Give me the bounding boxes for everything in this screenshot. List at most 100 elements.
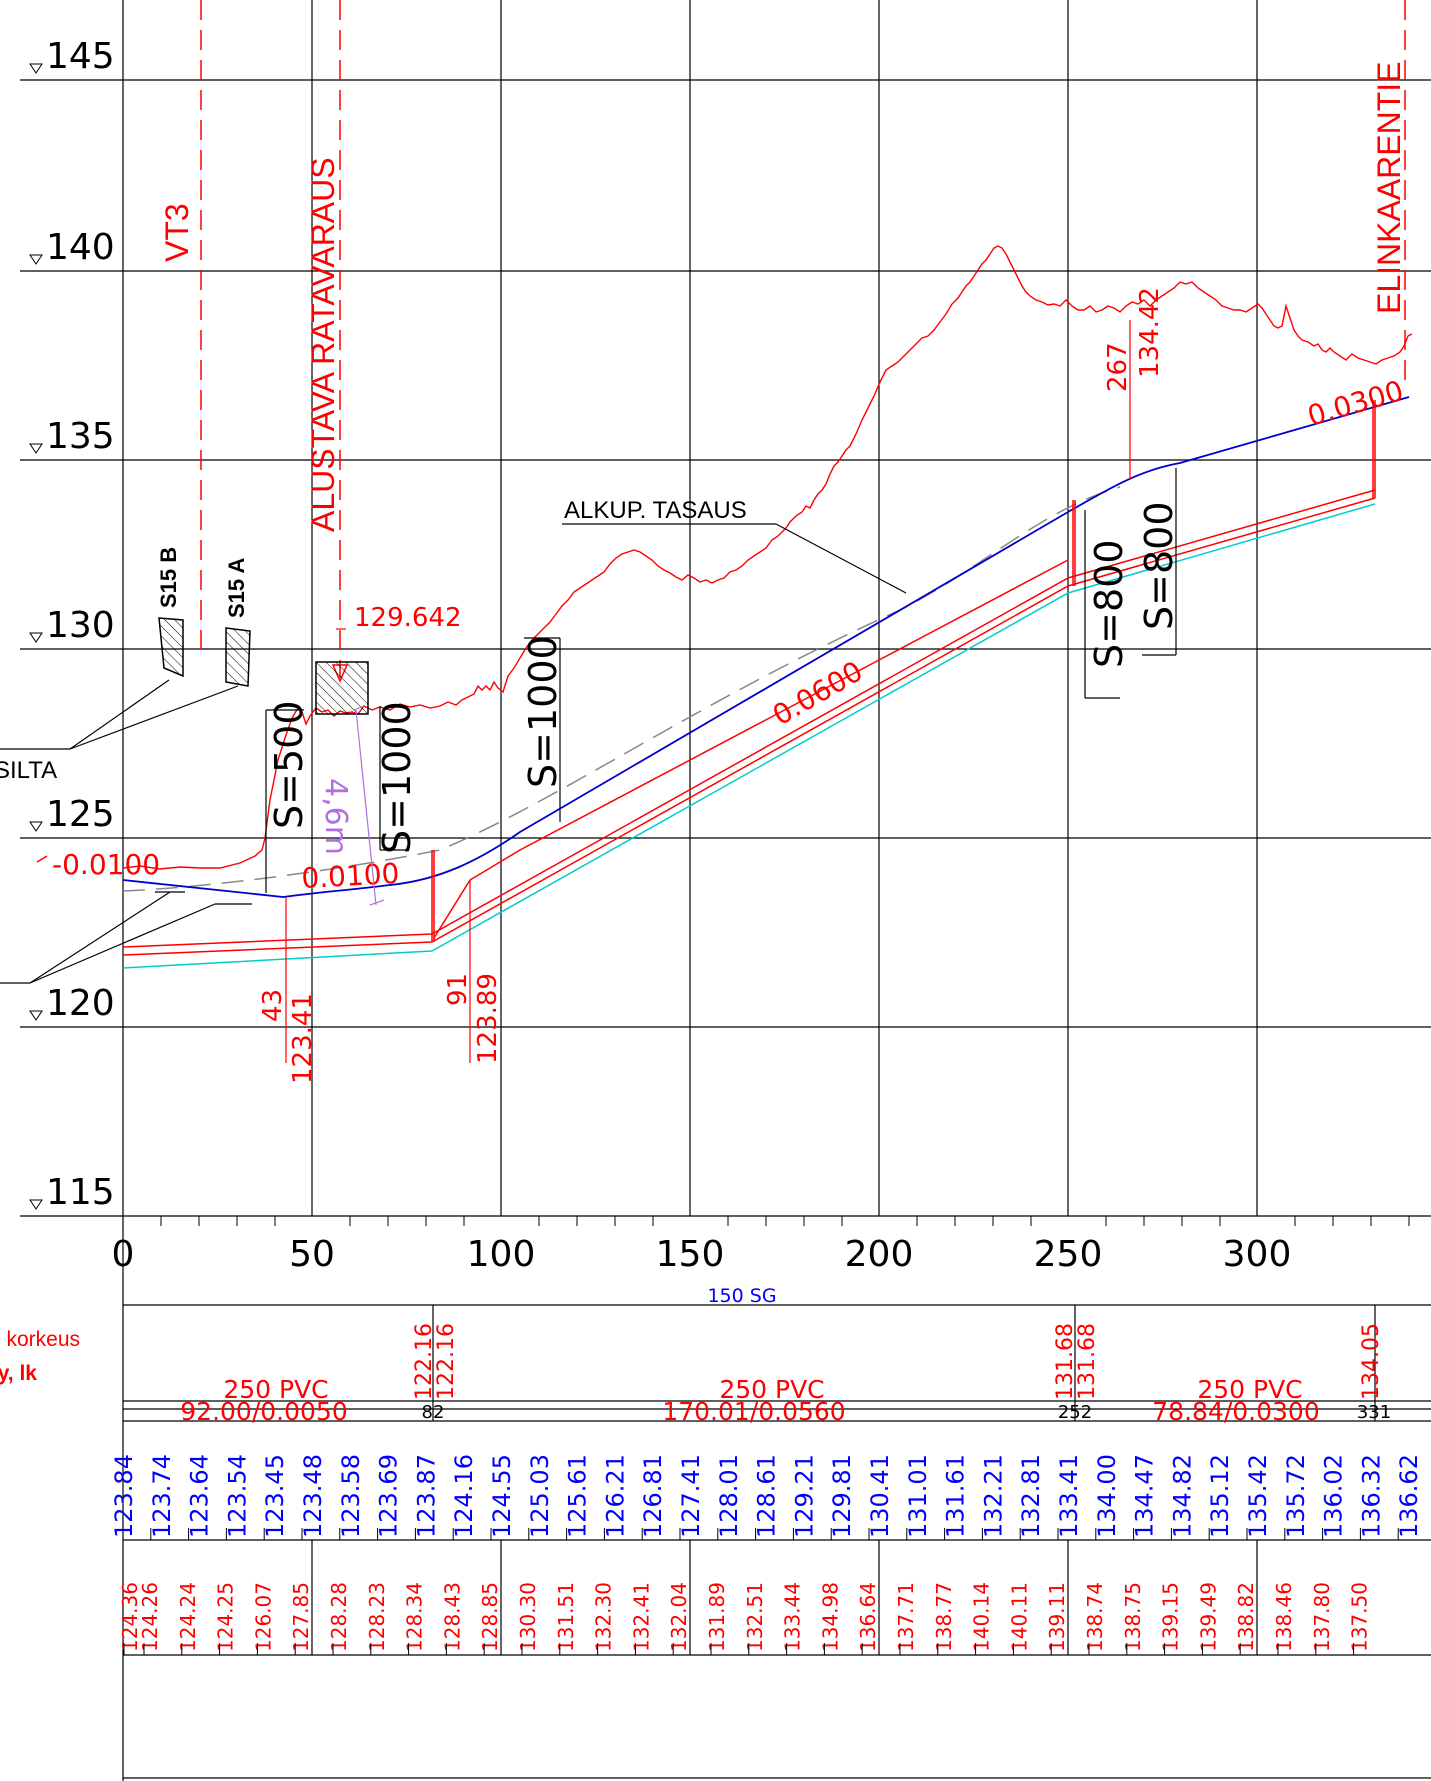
ground-elevation-value: 136.64 — [856, 1582, 880, 1652]
grade-elevation-value: 127.41 — [677, 1454, 705, 1538]
grade-elevation-value: 126.21 — [601, 1454, 629, 1538]
elevation-label-130: 130 — [46, 605, 115, 646]
ground-elevation-value: 132.30 — [592, 1582, 616, 1652]
segment-spec-3: 78.84/0.0300 — [1152, 1397, 1319, 1426]
station-label-250: 250 — [1034, 1234, 1103, 1275]
pipe-invert-line — [122, 503, 1376, 969]
station-label-200: 200 — [845, 1234, 914, 1275]
station-label-100: 100 — [467, 1234, 536, 1275]
grade-elevation-value: 123.84 — [110, 1454, 138, 1538]
clearance-label: 4,6m — [318, 778, 353, 855]
ground-elevation-value: 124.36 — [118, 1582, 142, 1652]
bridge-support-s15b — [158, 617, 184, 678]
sewer-pipe — [122, 400, 1376, 956]
node-level: 122.16 — [412, 1323, 437, 1400]
clearance-elevation-label: 129.642 — [354, 603, 462, 633]
slope-label-0600: 0.0600 — [767, 654, 868, 732]
grade-elevation-value: 134.82 — [1168, 1454, 1196, 1538]
row-label-ylk: y, lk — [0, 1362, 37, 1385]
station-label-43: 43 — [258, 989, 288, 1022]
design-grade-line — [122, 396, 1410, 898]
segment-spec-1: 92.00/0.0050 — [180, 1397, 347, 1426]
curve-label-s1000-b: S=1000 — [521, 635, 565, 788]
grade-elevation-value: 136.02 — [1320, 1454, 1348, 1538]
ground-elevation-value: 128.28 — [327, 1582, 351, 1652]
ground-elevation-value: 139.49 — [1196, 1582, 1220, 1652]
station-axis: 0 50 100 150 200 250 300 — [112, 1234, 1292, 1275]
elevation-label-140: 140 — [46, 227, 115, 268]
ground-elevation-value: 132.51 — [743, 1582, 767, 1652]
original-grade-label: ALKUP. TASAUS — [564, 497, 747, 524]
vt3-label: VT3 — [159, 203, 195, 262]
rail-bridge-structure — [315, 661, 369, 715]
segment-type-2: 250 PVC — [719, 1375, 824, 1404]
elevation-label-125: 125 — [46, 794, 115, 835]
node-level: 131.68 — [1053, 1323, 1078, 1400]
reference-lines — [200, 0, 1406, 678]
elevation-label-12341: 123.41 — [288, 993, 318, 1084]
grade-elevation-value: 123.58 — [337, 1454, 365, 1538]
point-labels: 43 123.41 91 123.89 267 134.42 129.642 — [258, 287, 1165, 1084]
profile-grid — [20, 0, 1431, 1222]
x-axis-ticks — [160, 1216, 1410, 1226]
grade-elevation-value: 123.74 — [148, 1454, 176, 1538]
ground-elevation-value: 133.44 — [781, 1582, 805, 1652]
ground-elevation-value: 134.98 — [818, 1582, 842, 1652]
sg-label: 150 SG — [707, 1285, 776, 1307]
segment-spec-2: 170.01/0.0560 — [662, 1397, 845, 1426]
node-level: 134.05 — [1359, 1323, 1384, 1400]
node-levels: 122.16 122.16 131.68 131.68 134.05 — [412, 1323, 1384, 1400]
grade-elevation-value: 123.64 — [186, 1454, 214, 1538]
elevation-label-120: 120 — [46, 983, 115, 1024]
grade-elevation-value: 125.61 — [564, 1454, 592, 1538]
grade-elevation-value: 134.47 — [1131, 1454, 1159, 1538]
ground-elevation-value: 131.51 — [554, 1582, 578, 1652]
elevation-axis: 145 140 135 130 125 120 115 — [29, 36, 115, 1213]
grade-elevation-value: 135.12 — [1206, 1454, 1234, 1538]
ground-elevation-value: 128.43 — [440, 1582, 464, 1652]
ground-elevation-value: 132.04 — [667, 1582, 691, 1652]
station-label-150: 150 — [656, 1234, 725, 1275]
ground-elevation-value: 131.89 — [705, 1582, 729, 1652]
elinkaarentie-label: ELINKAARENTIE — [1371, 61, 1407, 314]
ground-elevation-value: 127.85 — [289, 1582, 313, 1652]
ground-elevation-value: 138.82 — [1234, 1582, 1258, 1652]
ground-elevation-value: 128.34 — [403, 1582, 427, 1652]
ground-elevation-value: 124.25 — [214, 1582, 238, 1652]
grade-elevation-value: 131.61 — [942, 1454, 970, 1538]
node-stations: 82 252 331 — [422, 1402, 1392, 1423]
elevation-label-13442: 134.42 — [1135, 287, 1165, 378]
pipe-curve-line — [433, 559, 1069, 939]
elevation-label-145: 145 — [46, 36, 115, 77]
original-grade-line — [122, 486, 1121, 892]
elevation-marker — [29, 63, 43, 1210]
pipe-bottom-line — [122, 497, 1376, 956]
ground-elevation-value: 139.11 — [1045, 1582, 1069, 1652]
slope-label-neg0100: -0.0100 — [52, 848, 160, 881]
grade-elevation-value: 135.42 — [1244, 1454, 1272, 1538]
node-level: 122.16 — [434, 1323, 459, 1400]
bridge-leaders — [0, 679, 252, 984]
ground-elevation-value: 137.50 — [1348, 1582, 1372, 1652]
station-label-50: 50 — [289, 1234, 335, 1275]
grade-elevation-value: 126.81 — [639, 1454, 667, 1538]
ground-elevation-value: 138.46 — [1272, 1582, 1296, 1652]
ground-elevation-value: 137.71 — [894, 1582, 918, 1652]
station-label-91: 91 — [443, 973, 473, 1006]
bridge-support-s15a — [225, 627, 251, 687]
grade-elevation-value: 131.01 — [904, 1454, 932, 1538]
ground-elevation-value: 138.77 — [932, 1582, 956, 1652]
alustava-ratavaraus-label: ALUSTAVA RATAVARAUS — [305, 157, 341, 532]
row-label-korkeus: korkeus — [6, 1328, 80, 1351]
curve-label-s500: S=500 — [267, 701, 311, 830]
ground-elevation-value: 124.26 — [138, 1582, 162, 1652]
point-leaders — [285, 320, 1131, 1063]
curve-label-s800-b: S=800 — [1137, 502, 1181, 631]
ground-elevation-value: 139.15 — [1159, 1582, 1183, 1652]
grade-elevation-value: 132.81 — [1017, 1454, 1045, 1538]
elevation-label-135: 135 — [46, 416, 115, 457]
grade-elevation-value: 128.01 — [715, 1454, 743, 1538]
grade-elevation-value: 129.21 — [790, 1454, 818, 1538]
ground-elevation-value: 128.23 — [365, 1582, 389, 1652]
